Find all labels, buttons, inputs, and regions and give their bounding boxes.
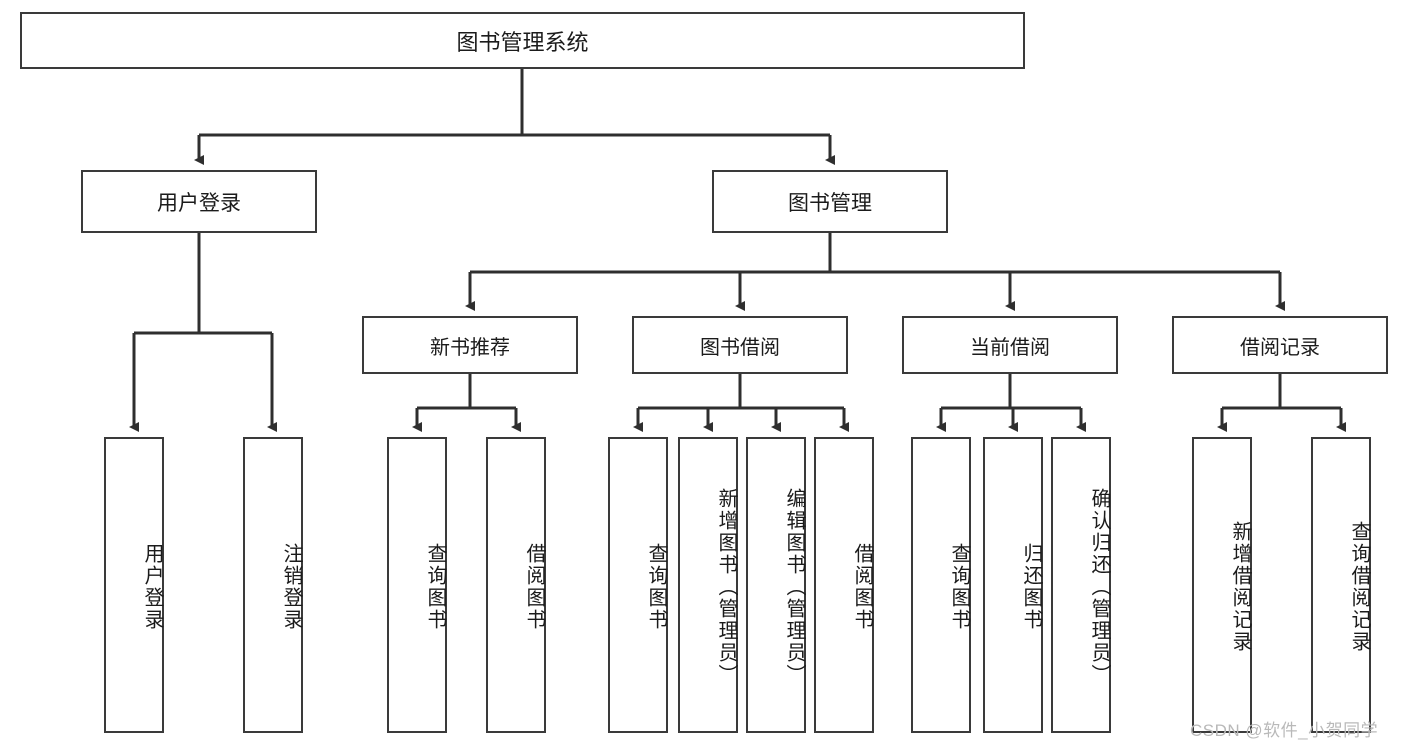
node-label: 确认归还（管理员） xyxy=(1088,488,1110,686)
leaf-add-borrow-record[interactable]: 新增借阅记录 xyxy=(1192,437,1252,733)
node-label: 归还图书 xyxy=(1020,543,1042,631)
node-user-login[interactable]: 用户登录 xyxy=(81,170,317,233)
node-label: 查询图书 xyxy=(948,543,970,631)
leaf-edit-book-admin[interactable]: 编辑图书（管理员） xyxy=(746,437,806,733)
leaf-query-borrow-record[interactable]: 查询借阅记录 xyxy=(1311,437,1371,733)
node-book-borrow[interactable]: 图书借阅 xyxy=(632,316,848,374)
leaf-query-book-recommend[interactable]: 查询图书 xyxy=(387,437,447,733)
node-label: 查询图书 xyxy=(645,543,667,631)
node-new-book-recommend[interactable]: 新书推荐 xyxy=(362,316,578,374)
node-label: 注销登录 xyxy=(280,543,302,631)
node-label: 新增借阅记录 xyxy=(1229,521,1251,653)
node-label: 借阅记录 xyxy=(1240,336,1320,359)
node-borrow-record[interactable]: 借阅记录 xyxy=(1172,316,1388,374)
leaf-confirm-return-admin[interactable]: 确认归还（管理员） xyxy=(1051,437,1111,733)
node-label: 借阅图书 xyxy=(851,543,873,631)
node-current-borrow[interactable]: 当前借阅 xyxy=(902,316,1118,374)
node-label: 图书管理系统 xyxy=(456,29,589,55)
node-book-management[interactable]: 图书管理 xyxy=(712,170,948,233)
node-label: 查询借阅记录 xyxy=(1348,521,1370,653)
leaf-return-book[interactable]: 归还图书 xyxy=(983,437,1043,733)
leaf-borrow-book-recommend[interactable]: 借阅图书 xyxy=(486,437,546,733)
node-label: 编辑图书（管理员） xyxy=(783,488,805,686)
node-label: 用户登录 xyxy=(157,191,241,215)
node-label: 查询图书 xyxy=(424,543,446,631)
watermark: CSDN @软件_小贺同学 xyxy=(1190,721,1379,740)
node-label: 用户登录 xyxy=(141,543,163,631)
node-label: 当前借阅 xyxy=(970,336,1050,359)
leaf-user-login[interactable]: 用户登录 xyxy=(104,437,164,733)
node-label: 新书推荐 xyxy=(430,336,510,359)
node-root-system[interactable]: 图书管理系统 xyxy=(20,12,1025,69)
node-label: 新增图书（管理员） xyxy=(715,488,737,686)
leaf-query-book-borrow[interactable]: 查询图书 xyxy=(608,437,668,733)
leaf-query-book-current[interactable]: 查询图书 xyxy=(911,437,971,733)
leaf-user-logout[interactable]: 注销登录 xyxy=(243,437,303,733)
leaf-add-book-admin[interactable]: 新增图书（管理员） xyxy=(678,437,738,733)
node-label: 图书借阅 xyxy=(700,336,780,359)
leaf-borrow-book[interactable]: 借阅图书 xyxy=(814,437,874,733)
node-label: 图书管理 xyxy=(788,191,872,215)
node-label: 借阅图书 xyxy=(523,543,545,631)
